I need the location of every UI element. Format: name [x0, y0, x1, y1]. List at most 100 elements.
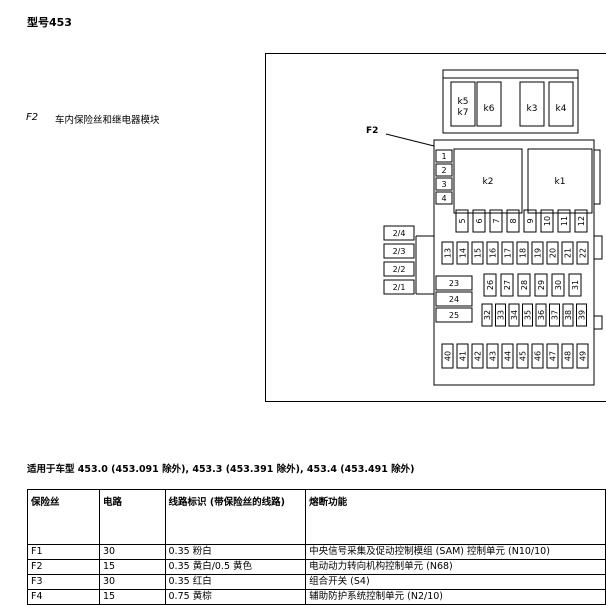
table-row: F3 30 0.35 红白 组合开关 (S4): [27, 574, 606, 590]
cell-circuit: 15: [98, 589, 166, 605]
fuse-22-slot: [576, 241, 589, 265]
top-relay-block-rim: [442, 69, 579, 78]
fuse-24-slot: [435, 291, 473, 307]
fuse-31-slot: [568, 273, 582, 297]
relay-k3: [519, 81, 545, 127]
fuse-14-slot: [456, 241, 469, 265]
fuse-7-label: 7: [492, 218, 501, 223]
fuse-22-label: 22: [579, 248, 588, 258]
fuse-38-slot: [562, 303, 574, 327]
fuse-5-label: 5: [458, 218, 467, 223]
cell-wire-id: 0.35 黄白/0.5 黄色: [164, 559, 307, 575]
cell-fuse: F1: [27, 544, 100, 560]
fuse-43-slot: [486, 343, 499, 369]
fuse-2-4-slot: [383, 225, 415, 241]
fuse-9-slot: [523, 209, 537, 233]
fuse-15-slot: [471, 241, 484, 265]
cell-function: 组合开关 (S4): [305, 574, 606, 590]
applicability-heading: 适用于车型 453.0 (453.091 除外), 453.3 (453.391…: [27, 464, 415, 475]
fuse-18-label: 18: [519, 248, 528, 258]
diagram-caption-description: 车内保险丝和继电器模块: [55, 115, 160, 126]
fuse-table-header: 保险丝 电路 线路标识 (带保险丝的线路) 熔断功能: [27, 489, 606, 545]
fuse-8-label: 8: [509, 218, 518, 223]
table-row: F2 15 0.35 黄白/0.5 黄色 电动动力转向机构控制单元 (N68): [27, 559, 606, 575]
fuse-47-label: 47: [549, 351, 558, 361]
fuse-2-2-slot: [383, 261, 415, 277]
fuse-23-slot: [435, 275, 473, 291]
cell-function: 电动动力转向机构控制单元 (N68): [305, 559, 606, 575]
right-clip-bottom: [594, 315, 603, 330]
fuse-33-slot: [495, 303, 506, 327]
fuse-12-slot: [574, 209, 588, 233]
fuse-38-label: 38: [564, 310, 573, 320]
fuse-box-body: [433, 139, 595, 386]
fuse-2-slot: [435, 163, 453, 177]
fuse-17-slot: [501, 241, 514, 265]
fuse-41-label: 41: [459, 351, 468, 361]
fuse-19-slot: [531, 241, 544, 265]
fuse-2-1-slot: [383, 279, 415, 295]
f2-pointer-label: F2: [366, 126, 378, 136]
fuse-26-label: 26: [486, 280, 495, 290]
fuse-10-slot: [540, 209, 554, 233]
fuse-48-slot: [561, 343, 574, 369]
cell-circuit: 15: [98, 559, 166, 575]
fuse-43-label: 43: [489, 351, 498, 361]
fuse-35-label: 35: [524, 310, 533, 320]
cell-circuit: 30: [98, 574, 166, 590]
cell-wire-id: 0.35 粉白: [164, 544, 307, 560]
fuse-16-slot: [486, 241, 499, 265]
fuse-19-label: 19: [534, 248, 543, 258]
fuse-33-label: 33: [497, 310, 506, 320]
fuse-44-label: 44: [504, 351, 513, 361]
fuse-12-label: 12: [577, 216, 586, 226]
fuse-49-slot: [576, 343, 589, 369]
top-relay-block: [442, 77, 579, 134]
fuse-8-slot: [506, 209, 520, 233]
fuse-6-label: 6: [475, 218, 484, 223]
fuse-41-slot: [456, 343, 469, 369]
cell-function: 辅助防护系统控制单元 (N2/10): [305, 589, 606, 605]
fuse-25-label: 25: [449, 311, 459, 320]
fuse-45-label: 45: [519, 351, 528, 361]
fuse-14-label: 14: [459, 248, 468, 258]
fuse-5-slot: [455, 209, 469, 233]
fuse-23-label: 23: [449, 279, 459, 288]
fuse-29-slot: [534, 273, 548, 297]
fuse-45-slot: [516, 343, 529, 369]
relay-k2: [453, 148, 523, 214]
fuse-2-1-label: 2/1: [393, 283, 406, 292]
page-title: 型号453: [27, 16, 72, 29]
fuse-32-slot: [481, 303, 493, 327]
cell-wire-id: 0.75 黄棕: [164, 589, 307, 605]
fuse-4-label: 4: [441, 194, 446, 203]
table-row: F1 30 0.35 粉白 中央信号采集及促动控制模组 (SAM) 控制单元 (…: [27, 544, 606, 560]
fuse-15-label: 15: [474, 248, 483, 258]
relay-k5k7: [450, 81, 476, 127]
diagram-caption-code: F2: [26, 112, 39, 123]
fuse-11-label: 11: [560, 216, 569, 226]
fuse-31-label: 31: [571, 280, 580, 290]
fuse-39-slot: [576, 303, 587, 327]
fuse-26-slot: [483, 273, 497, 297]
relay-k3-label: k3: [527, 104, 538, 114]
fuse-40-slot: [441, 343, 454, 369]
fuse-16-label: 16: [489, 248, 498, 258]
fuse-2-2-label: 2/2: [393, 265, 406, 274]
f2-pointer-line: [385, 133, 435, 147]
relay-k2-label: k2: [483, 177, 494, 187]
fuse-18-slot: [516, 241, 529, 265]
fuse-7-slot: [489, 209, 503, 233]
fuse-48-label: 48: [564, 351, 573, 361]
fuse-35-slot: [522, 303, 533, 327]
fuse-24-label: 24: [449, 295, 459, 304]
cell-wire-id: 0.35 红白: [164, 574, 307, 590]
fuse-36-slot: [535, 303, 547, 327]
fuse-28-slot: [517, 273, 531, 297]
header-fuse: 保险丝: [27, 489, 100, 545]
fuse-1-label: 1: [441, 152, 446, 161]
relay-k6: [476, 81, 502, 127]
fuse-27-label: 27: [503, 280, 512, 290]
cell-fuse: F2: [27, 559, 100, 575]
